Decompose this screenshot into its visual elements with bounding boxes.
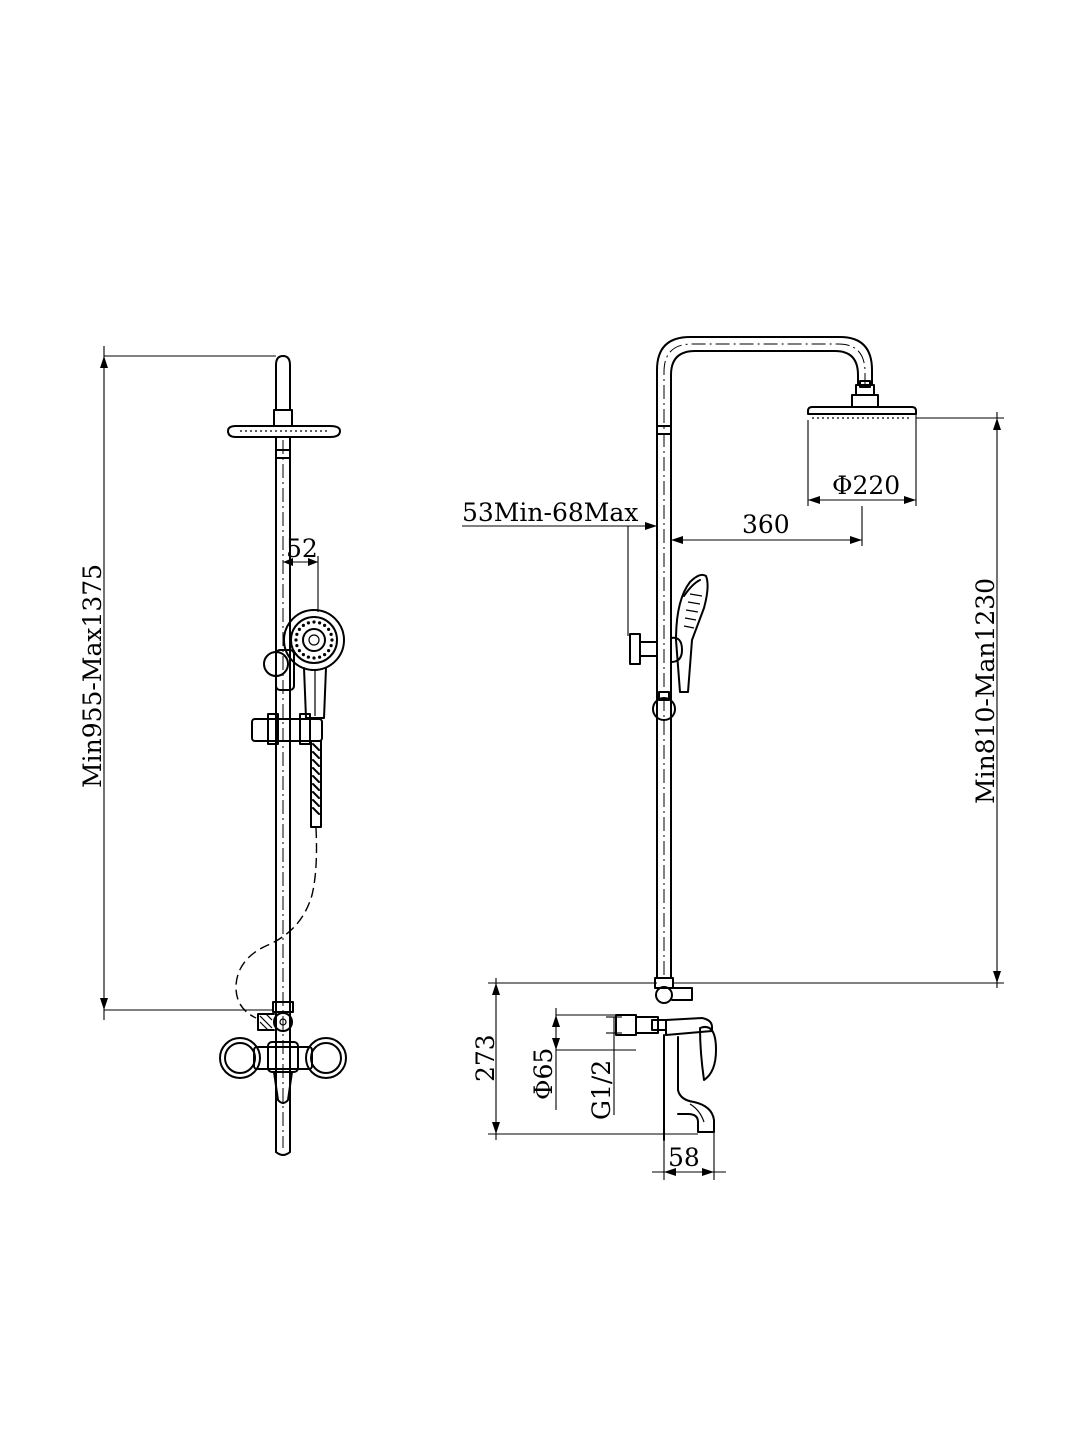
riser-and-arm	[656, 336, 879, 979]
nozzle-dot	[329, 644, 333, 648]
mixer-height-dimension	[488, 978, 698, 1140]
nozzle-dot	[295, 644, 299, 648]
front-view: Min955-Max1375 52	[78, 346, 347, 1156]
spout-offset-dimension	[652, 1132, 726, 1180]
nozzle-dot	[306, 621, 310, 625]
nozzle-dot	[323, 653, 327, 657]
height-dimension-right	[673, 412, 1004, 988]
rain-shower-head	[227, 425, 341, 438]
thread-dimension	[606, 1016, 622, 1115]
nozzle-dot	[294, 638, 298, 642]
escutcheon-label: Φ65	[529, 1048, 558, 1100]
slide-bracket	[251, 713, 323, 745]
mixer-body-side	[615, 1014, 717, 1141]
escutcheon-dimension	[552, 1008, 636, 1110]
diverter-side	[654, 977, 693, 1004]
thread-label: G1/2	[587, 1060, 616, 1120]
hand-shower-head	[283, 609, 345, 719]
shower-hose	[235, 740, 322, 1019]
head-diameter-dimension	[807, 414, 917, 506]
mixer-height-label: 273	[471, 1034, 500, 1082]
spout-offset-label: 58	[668, 1143, 700, 1172]
nozzle-dot	[301, 653, 305, 657]
nozzle-dot	[327, 649, 331, 653]
height-dimension-left	[100, 346, 276, 1020]
nozzle-dot	[323, 623, 327, 628]
hand-shower-offset-dimension	[283, 556, 319, 612]
nozzle-dot	[312, 620, 316, 624]
right-height-label: Min810-Man1230	[971, 578, 1000, 804]
arm-projection-label: 360	[742, 510, 790, 539]
nozzle-dot	[312, 656, 316, 660]
nozzle-dot	[297, 627, 301, 632]
nozzle-dot	[327, 627, 331, 632]
mixer-body-front	[219, 1037, 347, 1104]
hand-shower-side	[675, 573, 709, 693]
nozzle-dot	[329, 632, 333, 637]
nozzle-dot	[318, 655, 322, 659]
holder-knob	[629, 633, 683, 665]
side-view: Φ220 360 53Min-68Max Min810-Man1230	[462, 336, 1004, 1180]
hand-shower-offset-label: 52	[286, 534, 318, 563]
nozzle-dot	[306, 655, 310, 659]
diverter-connector	[257, 1001, 294, 1032]
arm-projection-dimension	[671, 506, 863, 546]
adjust-range-dimension	[462, 522, 657, 636]
nozzle-dot	[297, 649, 301, 653]
nozzle-dot	[301, 623, 305, 628]
nozzle-dot	[318, 621, 322, 625]
adjust-range-label: 53Min-68Max	[462, 498, 638, 527]
rain-shower-head-side	[807, 406, 917, 419]
nozzle-dot	[330, 638, 334, 642]
nozzle-dot	[295, 632, 299, 637]
head-diameter-label: Φ220	[832, 471, 900, 500]
left-height-label: Min955-Max1375	[78, 564, 107, 788]
slide-bracket-side	[652, 691, 676, 721]
